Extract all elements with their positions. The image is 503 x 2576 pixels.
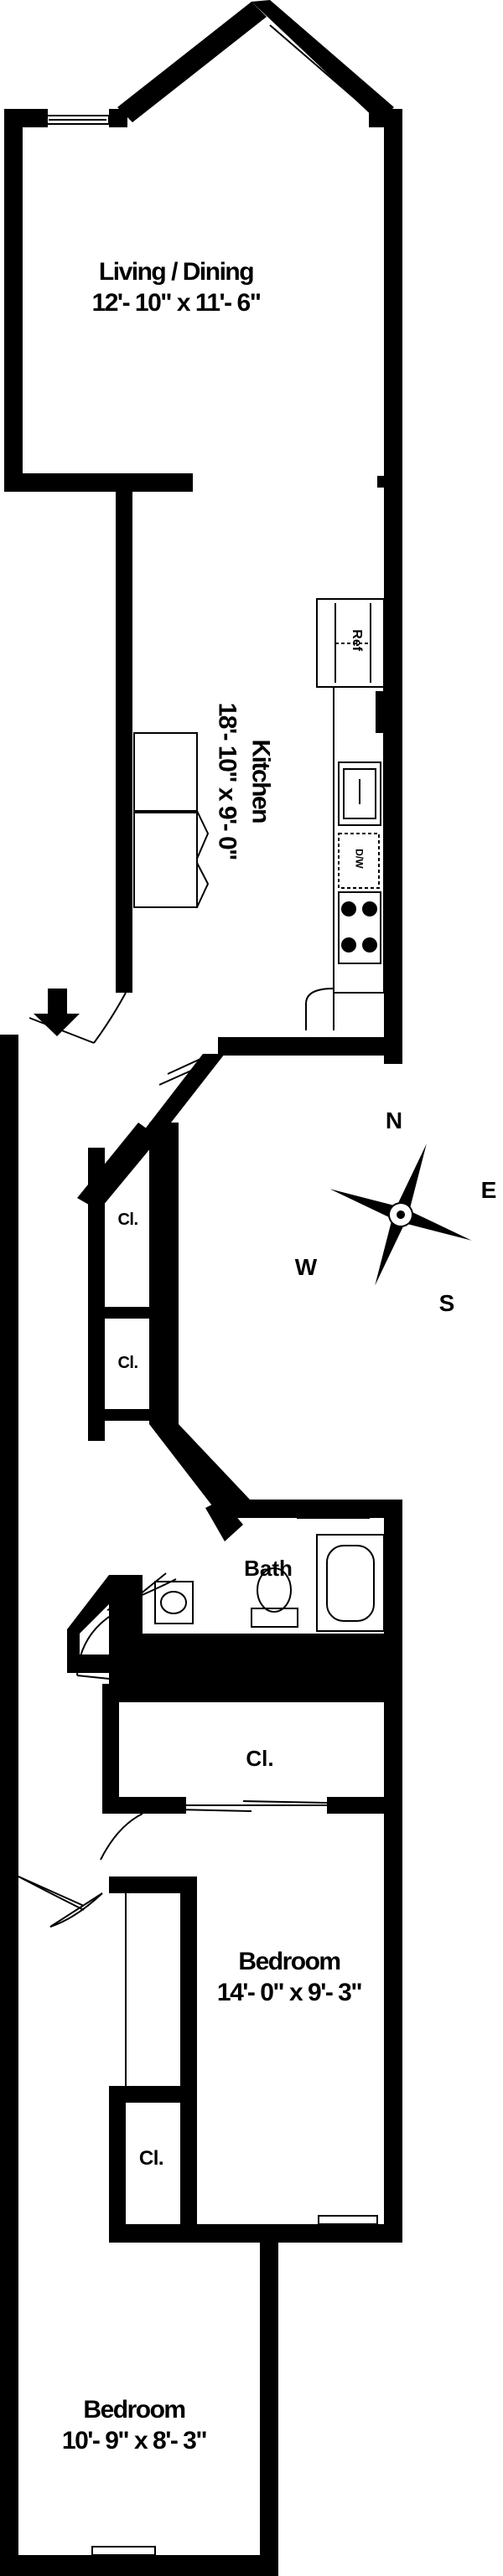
dishwasher-label: D/W — [353, 849, 366, 869]
bedroom1-closet-side-label: Cl. — [138, 2147, 164, 2170]
kitchen-name: Kitchen — [246, 739, 275, 823]
bath-closet-door — [76, 1616, 118, 1680]
entry-arrow-icon — [34, 989, 80, 1036]
bedroom1-closet-doors — [117, 2111, 125, 2212]
walls-kitchen — [116, 486, 402, 1064]
walls-bedroom1 — [102, 1684, 402, 2243]
bath-closet-label: Cl. — [117, 1634, 139, 1652]
kitchen-counter — [29, 598, 385, 1050]
bedroom2-dimensions: 10'- 9" x 8'- 3" — [61, 2427, 208, 2455]
bedroom1-details — [49, 1800, 378, 2225]
living-wall-notch — [377, 476, 387, 488]
bedroom1-dimensions: 14'- 0" x 9'- 3" — [216, 1979, 363, 2006]
stove-burners[interactable] — [341, 901, 377, 952]
compass-north: N — [385, 1107, 403, 1133]
fridge-label: Ref — [350, 629, 365, 652]
bath-fixtures — [106, 1507, 385, 1632]
bath-name: Bath — [244, 1556, 293, 1581]
living-windows — [45, 16, 375, 125]
hall-closet-top-label: Cl. — [117, 1211, 138, 1229]
living-room-dimensions: 12'- 10" x 11'- 6" — [91, 289, 262, 317]
bedroom1-closet-top-label: Cl. — [246, 1746, 274, 1771]
walls-bath-closet — [67, 1575, 143, 1673]
compass-south: S — [438, 1290, 455, 1316]
bedroom2-name: Bedroom — [83, 2396, 186, 2424]
bedroom1-name: Bedroom — [238, 1948, 341, 1975]
living-room-name: Living / Dining — [98, 258, 255, 286]
hall-closet-bottom-label: Cl. — [117, 1354, 138, 1372]
west-wall — [0, 1035, 18, 2576]
compass-rose-icon — [329, 1143, 472, 1286]
walls-bedroom2 — [0, 2224, 278, 2576]
bedroom2-details — [18, 1876, 156, 2556]
kitchen-cabinets — [133, 732, 210, 908]
compass-east: E — [480, 1177, 497, 1203]
walls-living — [4, 0, 402, 492]
walls-hall — [77, 1054, 402, 1541]
compass-west: W — [294, 1254, 318, 1280]
kitchen-dimensions: 18'- 10" x 9'- 0" — [213, 702, 241, 860]
hall-closet-doors — [91, 1055, 209, 1407]
